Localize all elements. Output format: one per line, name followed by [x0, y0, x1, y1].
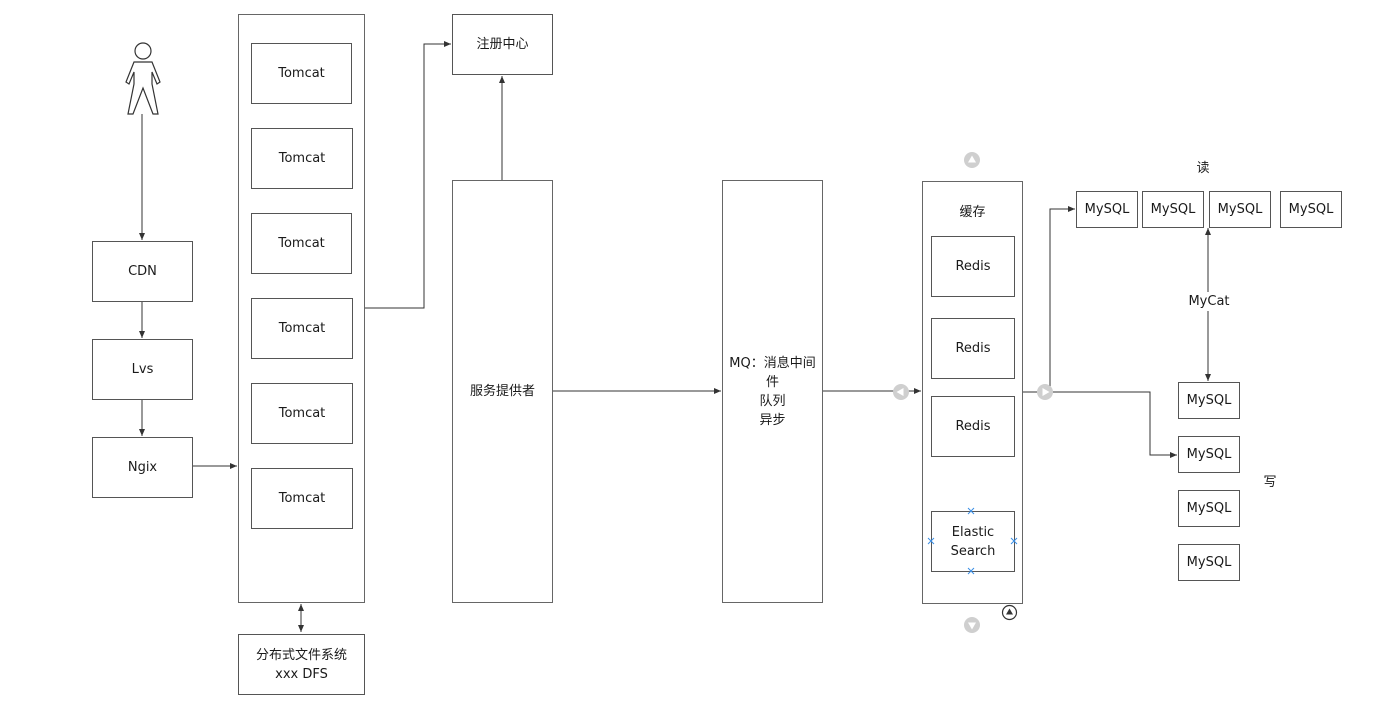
registry-node[interactable]: 注册中心 — [452, 14, 553, 75]
mysql-read-node[interactable]: MySQL — [1142, 191, 1204, 228]
edge-cache-write[interactable] — [1050, 391, 1177, 458]
read-label: 读 — [1196, 161, 1210, 176]
redis-node[interactable]: Redis — [931, 396, 1015, 457]
tomcat-label: Tomcat — [278, 406, 326, 421]
redis-label: Redis — [955, 419, 991, 434]
tomcat-node[interactable]: Tomcat — [251, 468, 353, 529]
tomcat-label: Tomcat — [278, 491, 326, 506]
mysql-read-node[interactable]: MySQL — [1209, 191, 1271, 228]
tomcat-node[interactable]: Tomcat — [251, 213, 352, 274]
mysql-label: MySQL — [1084, 202, 1130, 217]
cdn-node[interactable]: CDN — [92, 241, 193, 302]
mysql-label: MySQL — [1186, 393, 1232, 408]
elasticsearch-node[interactable]: Elastic Search — [931, 511, 1015, 572]
elasticsearch-label: Elastic Search — [950, 524, 996, 559]
mysql-label: MySQL — [1150, 202, 1196, 217]
nav-left-icon[interactable] — [892, 383, 910, 401]
cache-title: 缓存 — [959, 205, 986, 220]
user-actor-icon[interactable] — [120, 40, 166, 116]
mysql-write-node[interactable]: MySQL — [1178, 436, 1240, 473]
nav-down-icon[interactable] — [963, 616, 981, 634]
tomcat-label: Tomcat — [278, 151, 326, 166]
selection-handle-icon[interactable] — [966, 506, 976, 516]
write-label: 写 — [1263, 475, 1277, 490]
edge-cluster-registry[interactable] — [365, 41, 451, 309]
connect-icon[interactable] — [1001, 604, 1018, 621]
mq-label: MQ：消息中间 件 队列 异步 — [729, 355, 816, 428]
selection-handle-icon[interactable] — [926, 536, 936, 546]
ngix-node[interactable]: Ngix — [92, 437, 193, 498]
selection-handle-icon[interactable] — [1009, 536, 1019, 546]
mycat-label[interactable]: MyCat — [1178, 292, 1240, 311]
tomcat-label: Tomcat — [278, 236, 325, 251]
tomcat-node[interactable]: Tomcat — [251, 43, 352, 104]
redis-node[interactable]: Redis — [931, 318, 1015, 379]
mysql-write-node[interactable]: MySQL — [1178, 382, 1240, 419]
cdn-label: CDN — [128, 264, 157, 279]
mysql-read-node[interactable]: MySQL — [1076, 191, 1138, 228]
mysql-write-node[interactable]: MySQL — [1178, 490, 1240, 527]
provider-node[interactable]: 服务提供者 — [452, 180, 553, 603]
mysql-read-node[interactable]: MySQL — [1280, 191, 1342, 228]
redis-label: Redis — [955, 341, 991, 356]
dfs-node[interactable]: 分布式文件系统 xxx DFS — [238, 634, 365, 695]
mysql-label: MySQL — [1288, 202, 1334, 217]
dfs-label: 分布式文件系统 xxx DFS — [255, 647, 347, 682]
mysql-label: MySQL — [1186, 501, 1232, 516]
tomcat-node[interactable]: Tomcat — [251, 383, 353, 444]
tomcat-node[interactable]: Tomcat — [251, 298, 353, 359]
selection-handle-icon[interactable] — [966, 566, 976, 576]
mysql-write-node[interactable]: MySQL — [1178, 544, 1240, 581]
redis-node[interactable]: Redis — [931, 236, 1015, 297]
tomcat-node[interactable]: Tomcat — [251, 128, 353, 189]
mysql-label: MySQL — [1186, 555, 1232, 570]
mysql-label: MySQL — [1217, 202, 1263, 217]
ngix-label: Ngix — [127, 460, 158, 475]
mysql-label: MySQL — [1186, 447, 1232, 462]
edge-cache-read[interactable] — [1023, 206, 1075, 393]
nav-right-icon[interactable] — [1036, 383, 1054, 401]
nav-up-icon[interactable] — [963, 151, 981, 169]
tomcat-label: Tomcat — [278, 66, 325, 81]
tomcat-label: Tomcat — [278, 321, 326, 336]
provider-label: 服务提供者 — [469, 384, 535, 399]
lvs-label: Lvs — [131, 362, 154, 377]
registry-label: 注册中心 — [476, 37, 529, 52]
redis-label: Redis — [955, 259, 991, 274]
mq-node[interactable]: MQ：消息中间 件 队列 异步 — [722, 180, 823, 603]
lvs-node[interactable]: Lvs — [92, 339, 193, 400]
